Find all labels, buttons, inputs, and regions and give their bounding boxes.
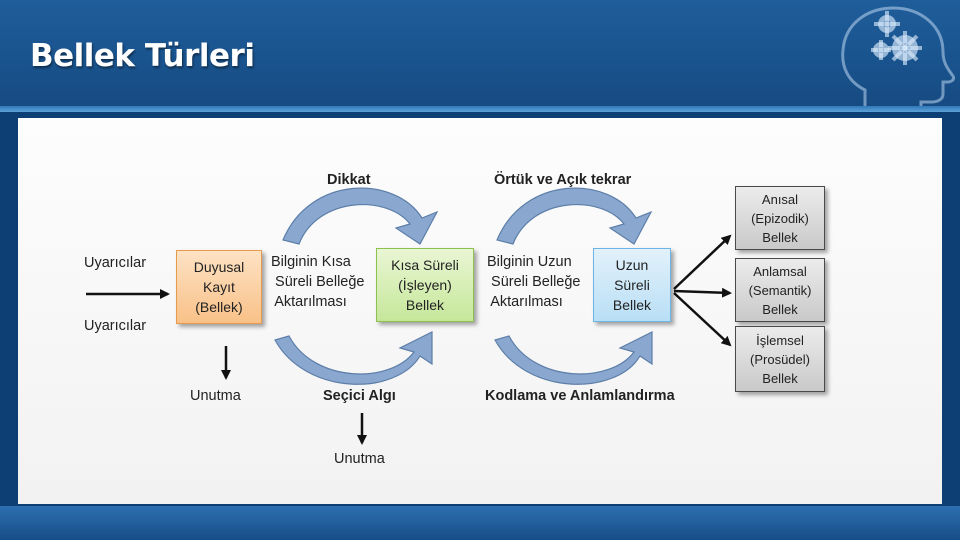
- rehearsal-label: Örtük ve Açık tekrar: [494, 172, 632, 188]
- curved-arrow-selective-perception: [274, 331, 433, 385]
- semantic-memory-box: Anlamsal (Semantik) Bellek: [735, 258, 825, 322]
- forgetting-label-sensory: Unutma: [190, 388, 241, 404]
- head-gears-icon: [841, 6, 955, 110]
- arrow-to-semantic: [673, 287, 732, 298]
- episodic-memory-box: Anısal (Epizodik) Bellek: [735, 186, 825, 250]
- short-term-memory-label: Kısa Süreli (İşleyen) Bellek: [391, 257, 459, 313]
- short-term-memory-box: Kısa Süreli (İşleyen) Bellek: [376, 248, 474, 322]
- selective-perception-label: Seçici Algı: [323, 388, 396, 404]
- stimulus-label-bottom: Uyarıcılar: [84, 318, 147, 334]
- transfer-to-short-term-label: Bilginin Kısa Süreli Belleğe Aktarılması: [271, 254, 365, 310]
- long-term-memory-label: Uzun Süreli Bellek: [612, 257, 652, 313]
- transfer-to-long-term-label: Bilginin Uzun Süreli Belleğe Aktarılması: [487, 254, 581, 310]
- slide-title: Bellek Türleri: [30, 38, 255, 74]
- sensory-register-box: Duyusal Kayıt (Bellek): [176, 250, 262, 324]
- stimulus-label-top: Uyarıcılar: [84, 255, 147, 271]
- long-term-memory-box: Uzun Süreli Bellek: [593, 248, 671, 322]
- arrow-to-procedural: [673, 292, 732, 347]
- attention-label: Dikkat: [327, 172, 371, 188]
- arrow-to-episodic: [673, 234, 732, 290]
- sensory-register-label: Duyusal Kayıt (Bellek): [193, 259, 245, 315]
- procedural-memory-label: İşlemsel (Prosüdel) Bellek: [750, 332, 810, 386]
- slide-footer: [0, 506, 960, 540]
- episodic-memory-label: Anısal (Epizodik) Bellek: [751, 191, 809, 245]
- procedural-memory-box: İşlemsel (Prosüdel) Bellek: [735, 326, 825, 392]
- curved-arrow-encoding: [494, 331, 653, 385]
- slide-header: Bellek Türleri: [0, 0, 960, 112]
- semantic-memory-label: Anlamsal (Semantik) Bellek: [748, 263, 812, 317]
- curved-arrow-attention: [282, 187, 439, 245]
- curved-arrow-rehearsal: [496, 187, 653, 245]
- forgetting-label-short-term: Unutma: [334, 451, 385, 467]
- encoding-label: Kodlama ve Anlamlandırma: [485, 388, 675, 404]
